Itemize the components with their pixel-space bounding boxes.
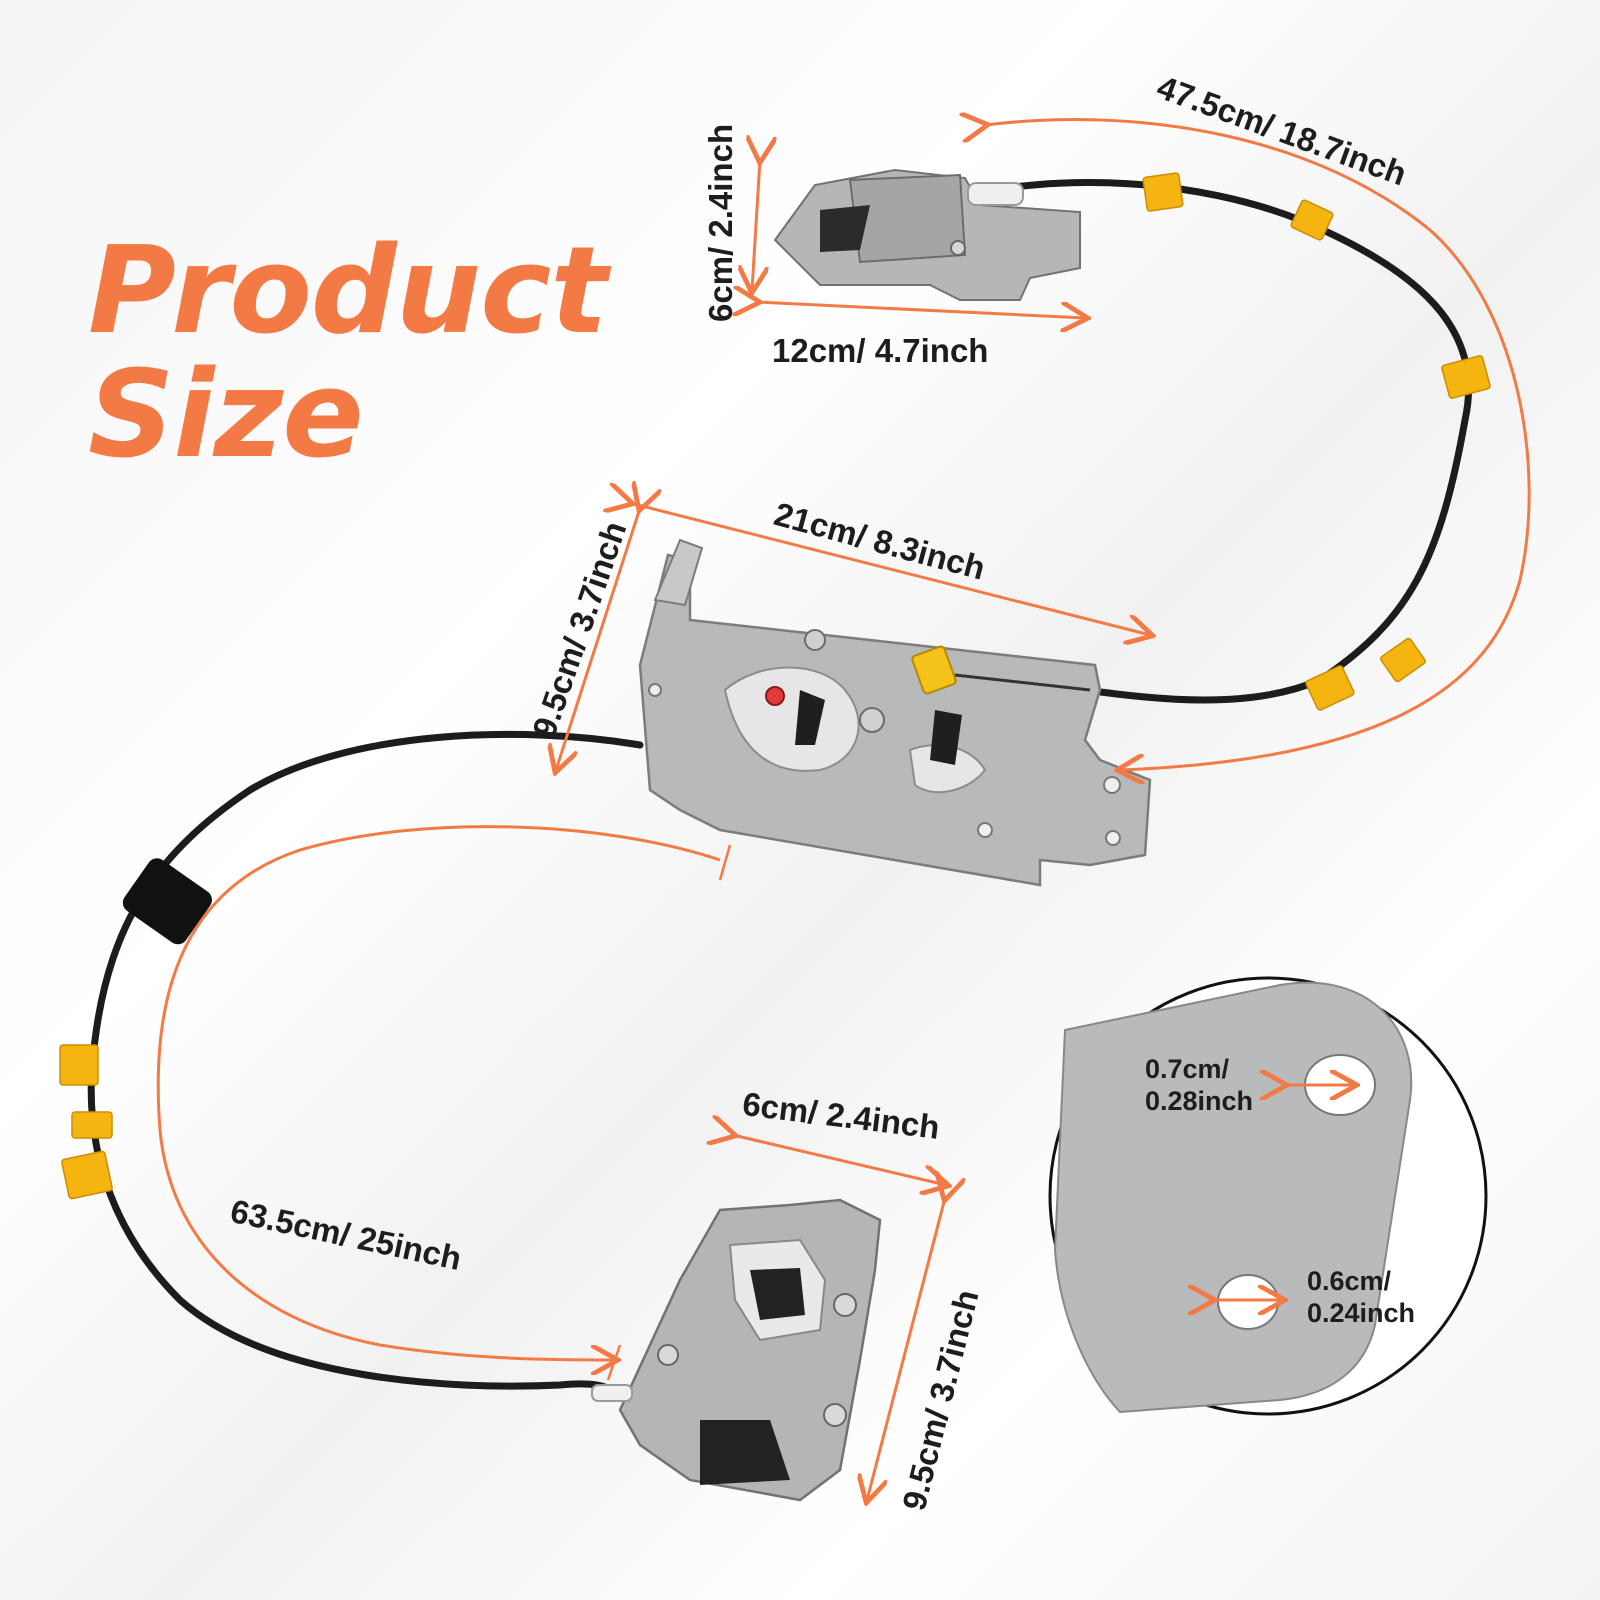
large-hole-label-cm: 0.7cm/: [1145, 1054, 1230, 1084]
small-hole-label-inch: 0.24inch: [1307, 1298, 1416, 1328]
rubber-grommet: [122, 858, 212, 945]
title-line-2: Size: [88, 346, 364, 485]
bottom-cable: [87, 730, 644, 1396]
large-hole-label: 0.7cm/ 0.28inch: [1145, 1053, 1253, 1117]
title-line-1: Product: [88, 222, 608, 361]
hole-detail-circle: [1048, 976, 1488, 1416]
top-latch: [773, 168, 1081, 301]
cable-clips: [59, 172, 1491, 1200]
small-hole-label: 0.6cm/ 0.24inch: [1307, 1265, 1415, 1329]
main-latch-plate: [638, 538, 1152, 887]
large-hole-label-inch: 0.28inch: [1145, 1086, 1254, 1116]
bottom-latch: [591, 1198, 882, 1502]
dimension-lines: [156, 120, 1531, 1500]
top-latch-width-label: 12cm/ 4.7inch: [772, 332, 989, 369]
small-hole-label-cm: 0.6cm/: [1307, 1266, 1392, 1296]
top-latch-height-label: 6cm/ 2.4inch: [702, 123, 739, 322]
